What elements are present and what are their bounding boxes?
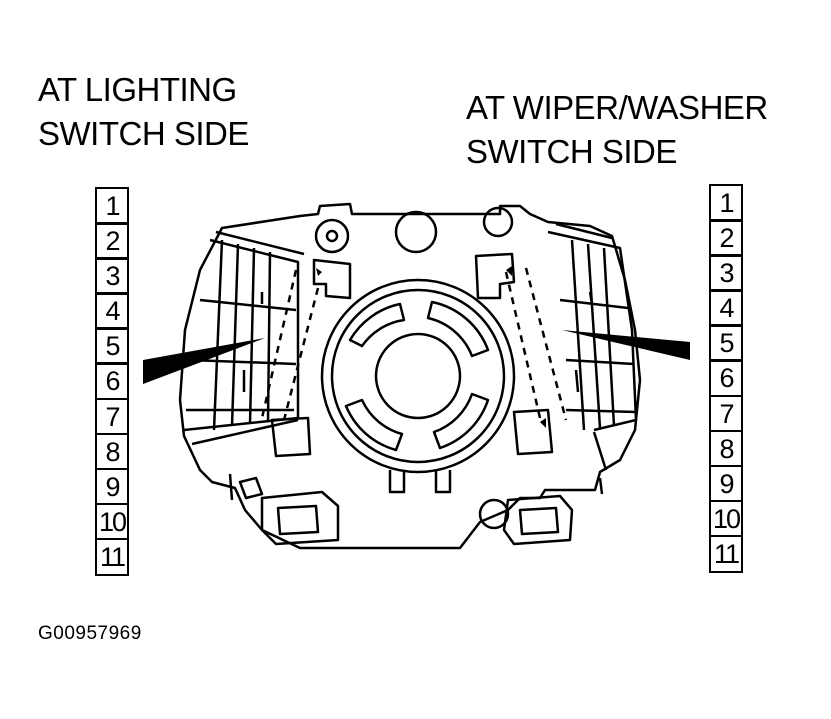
top-center-boss bbox=[394, 210, 438, 254]
left-pointer-arrow bbox=[143, 338, 265, 384]
lighting-label-line-2: SWITCH SIDE bbox=[38, 115, 249, 152]
lighting-switch-side-label: AT LIGHTING SWITCH SIDE bbox=[38, 68, 249, 156]
wiper-washer-switch-side-label: AT WIPER/WASHER SWITCH SIDE bbox=[466, 86, 768, 174]
figure-code: G00957969 bbox=[38, 623, 142, 644]
lighting-pin-11: 11 bbox=[95, 537, 129, 576]
wiper-pin-11: 11 bbox=[709, 534, 743, 573]
center-hub bbox=[374, 332, 462, 420]
wiper-label-line-2: SWITCH SIDE bbox=[466, 133, 677, 170]
left-switch-housing bbox=[183, 230, 305, 446]
lighting-label-line-1: AT LIGHTING bbox=[38, 71, 237, 108]
outer-ring bbox=[320, 278, 516, 474]
right-pointer-arrow bbox=[562, 330, 690, 360]
top-right-boss bbox=[482, 206, 514, 238]
left-terminal-top bbox=[312, 258, 352, 300]
right-switch-housing bbox=[547, 222, 638, 471]
inner-ring-segments bbox=[348, 302, 406, 348]
left-lower-bracket bbox=[260, 490, 340, 546]
switch-body-outline bbox=[178, 202, 642, 550]
right-lower-bracket bbox=[502, 494, 574, 546]
right-terminal-top bbox=[474, 252, 516, 300]
right-terminal-bottom bbox=[512, 408, 554, 456]
wiper-label-line-1: AT WIPER/WASHER bbox=[466, 89, 768, 126]
right-lower-boss bbox=[478, 498, 510, 530]
lighting-connector-pin-column: 1 2 3 4 5 6 7 8 9 10 11 bbox=[95, 187, 129, 576]
wiper-pin-10: 10 bbox=[709, 499, 743, 538]
left-terminal-bottom bbox=[270, 416, 312, 458]
wiper-connector-pin-column: 1 2 3 4 5 6 7 8 9 10 11 bbox=[709, 184, 743, 573]
top-left-boss bbox=[314, 218, 350, 254]
